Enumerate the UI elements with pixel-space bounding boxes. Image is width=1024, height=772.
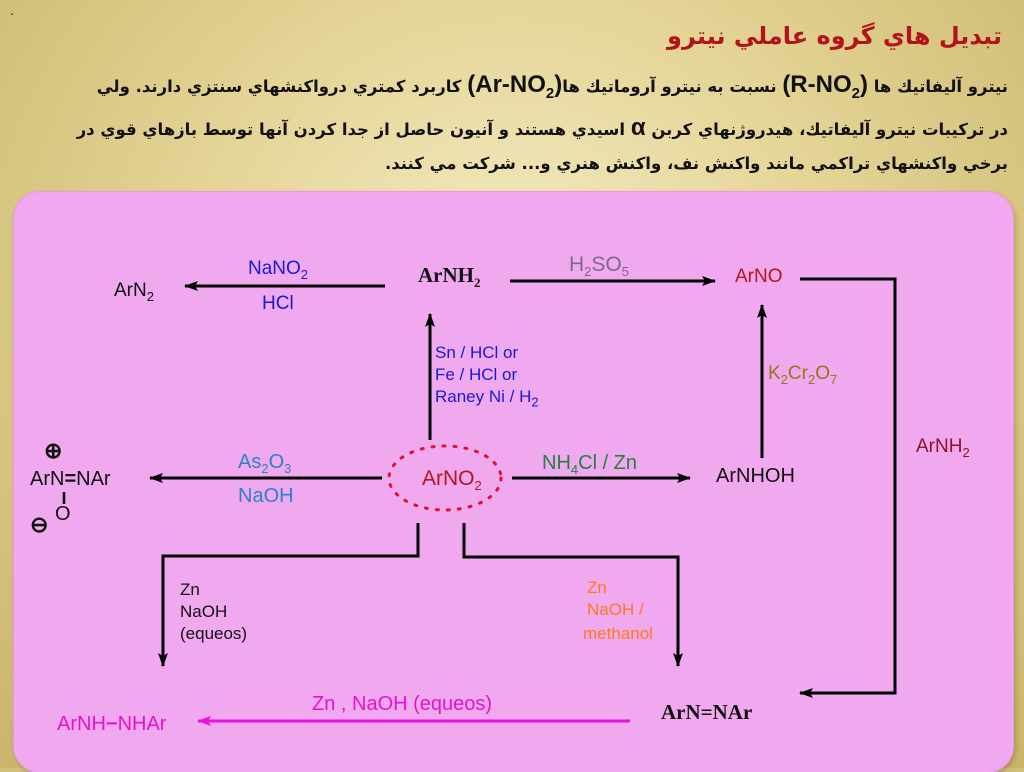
azoxy-label: ArN=NAr [30, 468, 111, 490]
negative-charge-symbol: ⊖ [30, 512, 49, 537]
nh4cl-zn-label: NH4Cl / Zn [542, 452, 638, 478]
arno2-highlight-ring [387, 444, 503, 512]
naoh-label: NaOH [238, 485, 294, 507]
arnh2-label: ArNH2 [418, 263, 481, 291]
h2so5-label: H2SO5 [569, 253, 629, 280]
arnh2-reagent-label: ArNH2 [916, 436, 970, 460]
rno2-formula: (R-NO2) [782, 71, 868, 102]
oxide-label: O [55, 503, 71, 525]
arno-label: ArNO [735, 266, 783, 287]
positive-charge-symbol: ⊕ [44, 438, 63, 463]
intro-line1: نيترو آليفاتيك ها (R-NO2) نسبت به نيترو … [96, 71, 1008, 102]
reaction-panel [14, 192, 1013, 772]
arrow-arno2-to-azo [462, 523, 683, 667]
arnhoh-label: ArNHOH [716, 465, 795, 487]
arrow-arno2-to-hydrazo [158, 523, 420, 667]
arno2-center-label: ArNO2 [422, 467, 482, 494]
hcl-label: HCl [262, 293, 294, 314]
intro-paragraph: نيترو آليفاتيك ها (R-NO2) نسبت به نيترو … [18, 68, 1008, 181]
zn-naoh-methanol-line1: Zn [587, 578, 607, 597]
as2o3-label: As2O3 [238, 451, 292, 477]
reduction-conditions-line2: Fe / HCl or [435, 365, 518, 384]
k2cr2o7-label: K2Cr2O7 [768, 363, 838, 387]
corner-dot: . [10, 4, 14, 18]
arrow-arno-to-azo [799, 277, 897, 698]
hydrazo-label: ArNH−NHAr [57, 713, 167, 735]
reduction-conditions-line3: Raney Ni / H2 [435, 387, 539, 410]
slide-title: تبدیل هاي گروه عاملي نيترو [667, 22, 1002, 50]
alpha-symbol: α [630, 113, 646, 141]
reduction-conditions-line1: Sn / HCl or [435, 343, 519, 362]
arn2-label: ArN2 [114, 280, 154, 304]
zn-naoh-bottom-label: Zn , NaOH (equeos) [312, 693, 493, 715]
azo-label: ArN=NAr [661, 700, 753, 724]
intro-line3: برخي واكنشهاي تراكمي مانند واكنش نف، واك… [384, 153, 1008, 173]
zn-naoh-aqueous-line3: (equeos) [180, 624, 248, 643]
intro-line2: در تركيبات نيترو آليفاتيك، هيدروژنهاي كر… [76, 113, 1008, 141]
zn-naoh-methanol-line2: NaOH / [587, 600, 644, 619]
zn-naoh-aqueous-line1: Zn [180, 580, 200, 599]
nano2-label: NaNO2 [248, 258, 309, 282]
zn-naoh-aqueous-line2: NaOH [180, 602, 228, 621]
zn-naoh-methanol-line3: methanol [583, 624, 653, 643]
arno2-formula: (Ar-NO2) [467, 71, 563, 102]
